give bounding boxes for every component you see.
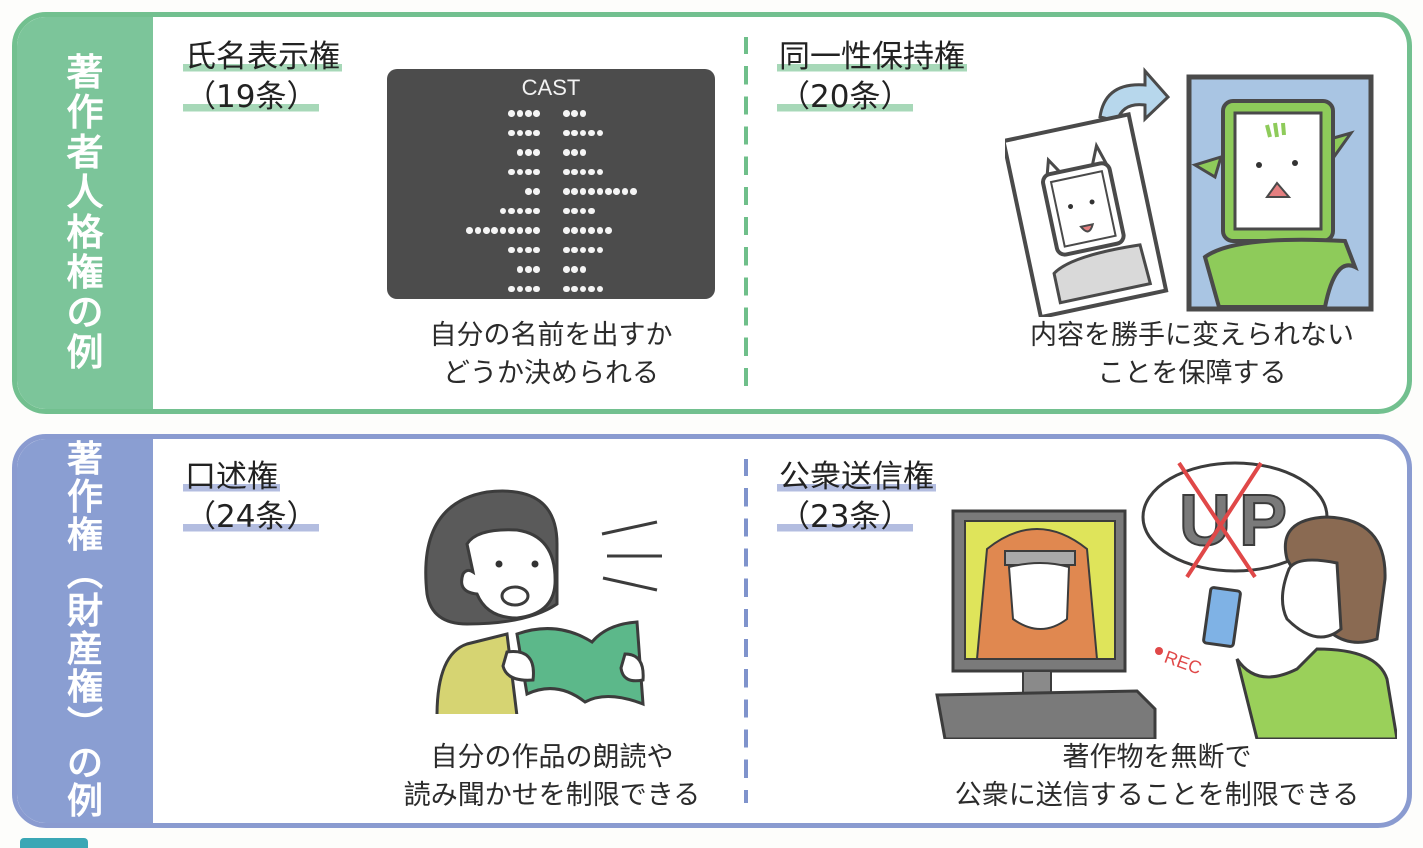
side-label-char: 作 bbox=[66, 477, 103, 518]
article-number: （24条） bbox=[183, 497, 320, 537]
attribution-caption: 自分の名前を出すか どうか決められる bbox=[387, 317, 715, 393]
right-title-text: 氏名表示権 bbox=[183, 37, 342, 77]
integrity-caption: 内容を勝手に変えられない ことを保障する bbox=[1002, 317, 1382, 393]
credit-dot-row bbox=[387, 244, 715, 264]
side-label-char: ︶ bbox=[66, 705, 103, 746]
caption-line: 読み聞かせを制限できる bbox=[403, 780, 701, 811]
bubble-letter-p: P bbox=[1239, 481, 1287, 561]
caption-line: 公衆に送信することを制限できる bbox=[954, 780, 1360, 811]
credit-dot-row bbox=[387, 205, 715, 225]
right-title-text: 口述権 bbox=[183, 457, 280, 497]
side-label-char: の bbox=[66, 291, 104, 334]
caption-line: 自分の作品の朗読や bbox=[430, 742, 674, 773]
recitation-caption: 自分の作品の朗読や 読み聞かせを制限できる bbox=[357, 739, 747, 815]
caption-line: 著作物を無断で bbox=[1062, 742, 1252, 773]
moral-rights-side-label: 著 作 者 人 格 権 の 例 bbox=[17, 17, 153, 409]
side-label-char: 権 bbox=[66, 667, 103, 708]
side-label-char: 者 bbox=[66, 131, 104, 174]
dashed-divider bbox=[744, 37, 748, 389]
article-number: （19条） bbox=[183, 77, 320, 117]
side-label-char: 例 bbox=[66, 331, 104, 374]
side-label-char: 権 bbox=[66, 515, 103, 556]
side-label-char: ︵ bbox=[66, 553, 103, 594]
cat-character-altered-illustration bbox=[1005, 67, 1374, 317]
caption-line: 内容を勝手に変えられない bbox=[1030, 320, 1354, 351]
credit-dot-row bbox=[387, 224, 715, 244]
side-label-char: 人 bbox=[66, 171, 104, 214]
article-number: （20条） bbox=[777, 77, 914, 117]
boy-recording-tv-illustration: U P REC bbox=[935, 461, 1397, 739]
side-label-char: 権 bbox=[66, 251, 104, 294]
credit-dot-row bbox=[387, 127, 715, 147]
right-of-integrity-title: 同一性保持権 （20条） bbox=[777, 37, 967, 117]
credit-dot-rows bbox=[387, 107, 715, 299]
side-label-char: 作 bbox=[66, 91, 104, 134]
side-label-char: 格 bbox=[66, 211, 104, 254]
public-transmission-caption: 著作物を無断で 公衆に送信することを制限できる bbox=[922, 739, 1392, 815]
cast-credits-illustration: CAST bbox=[387, 69, 715, 299]
credit-dot-row bbox=[387, 146, 715, 166]
credit-dot-row bbox=[387, 166, 715, 186]
credit-dot-row bbox=[387, 107, 715, 127]
rec-label: REC bbox=[1162, 647, 1205, 679]
copyright-property-panel: 著 作 権 ︵ 財 産 権 ︶ の 例 口述権 （24条） 自分の作品の朗読や … bbox=[12, 434, 1412, 828]
caption-line: どうか決められる bbox=[443, 358, 659, 389]
article-number: （23条） bbox=[777, 497, 914, 537]
caption-line: ことを保障する bbox=[1097, 358, 1287, 389]
copyright-side-label: 著 作 権 ︵ 財 産 権 ︶ の 例 bbox=[17, 439, 153, 823]
next-section-tab bbox=[20, 838, 88, 848]
right-of-recitation-title: 口述権 （24条） bbox=[183, 457, 320, 537]
right-of-public-transmission-title: 公衆送信権 （23条） bbox=[777, 457, 936, 537]
side-label-char: 例 bbox=[66, 781, 103, 822]
caption-line: 自分の名前を出すか bbox=[429, 320, 673, 351]
side-label-char: の bbox=[66, 743, 103, 784]
right-of-attribution-title: 氏名表示権 （19条） bbox=[183, 37, 342, 117]
moral-rights-panel: 著 作 者 人 格 権 の 例 氏名表示権 （19条） CAST 自分の名前を出… bbox=[12, 12, 1412, 414]
side-label-char: 産 bbox=[66, 629, 103, 670]
dashed-divider bbox=[744, 459, 748, 803]
credit-dot-row bbox=[387, 185, 715, 205]
side-label-char: 著 bbox=[66, 51, 104, 94]
cast-label: CAST bbox=[521, 75, 581, 100]
cross-icon bbox=[1177, 461, 1263, 579]
right-title-text: 同一性保持権 bbox=[777, 37, 967, 77]
woman-reading-aloud-illustration bbox=[424, 489, 662, 714]
credit-dot-row bbox=[387, 263, 715, 283]
side-label-char: 著 bbox=[66, 439, 103, 480]
side-label-char: 財 bbox=[66, 591, 103, 632]
right-title-text: 公衆送信権 bbox=[777, 457, 936, 497]
credit-dot-row bbox=[387, 283, 715, 300]
